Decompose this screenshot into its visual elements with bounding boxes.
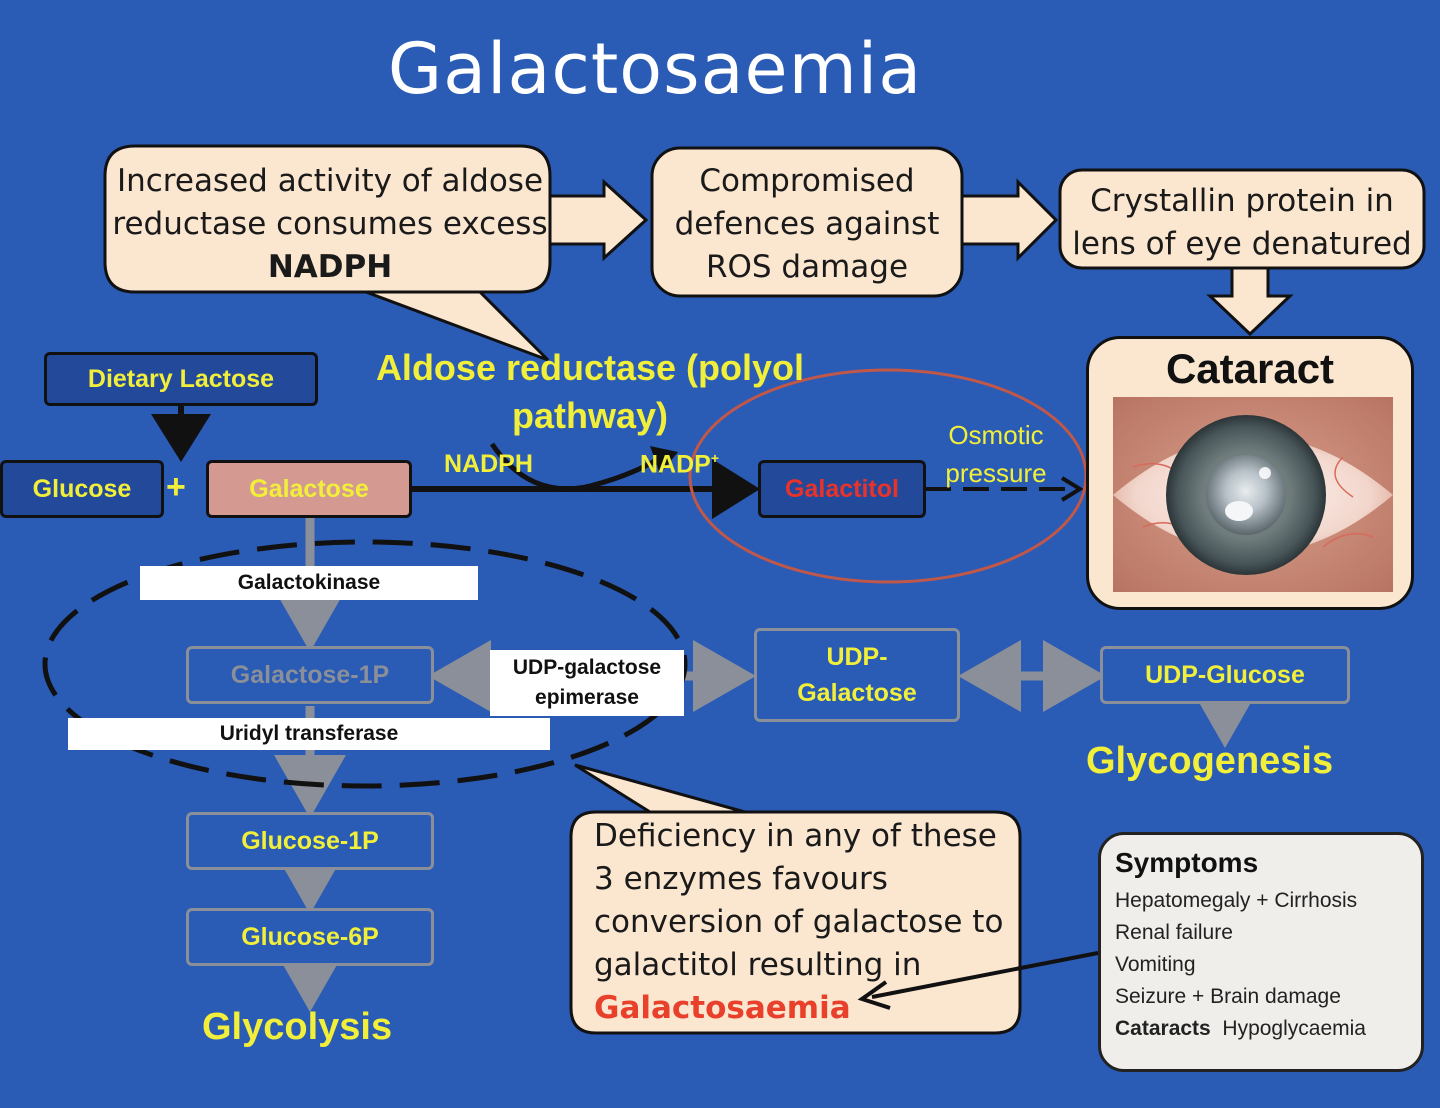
callout-aldose-shape [103, 144, 552, 362]
callout-defences-line: Compromised [699, 163, 915, 199]
arrow-symptoms-head [857, 980, 891, 1010]
nadph-label: NADPH [444, 450, 533, 478]
callout-deficiency-line: galactitol resulting in [594, 947, 922, 983]
epimerase-line: UDP-galactose [512, 656, 662, 679]
glycogenesis-label: Glycogenesis [1086, 740, 1334, 782]
callout-defences-line: defences against [674, 206, 940, 242]
uridyl-transferase-label: Uridyl transferase [68, 718, 550, 750]
cataract-panel: Cataract [1086, 336, 1414, 610]
callout-aldose-line: reductase consumes excess [112, 206, 548, 242]
glucose-1p-box: Glucose-1P [186, 812, 434, 870]
callout-deficiency-text: Deficiency in any of these 3 enzymes fav… [594, 815, 1014, 1030]
glucose-6p-box: Glucose-6P [186, 908, 434, 966]
plus-sign: + [166, 468, 186, 506]
galactitol-box: Galactitol [758, 460, 926, 518]
callout-crystallin-line: Crystallin protein in [1090, 183, 1394, 219]
symptom-item: Renal failure [1115, 921, 1233, 944]
symptom-item: Seizure + Brain damage [1115, 985, 1341, 1008]
udp-galactose-line: UDP- [826, 643, 888, 671]
callout-deficiency-line: Deficiency in any of these [594, 818, 997, 854]
callout-defences-text: Compromised defences against ROS damage [652, 160, 962, 289]
arrow-nadph-nadp-curve [489, 442, 662, 492]
cataract-label: Cataract [1165, 345, 1335, 392]
epimerase-line: epimerase [535, 686, 639, 709]
callout-crystallin-text: Crystallin protein in lens of eye denatu… [1060, 180, 1424, 266]
symptom-item: Hepatomegaly + Cirrhosis [1115, 889, 1358, 912]
dietary-lactose-box: Dietary Lactose [44, 352, 318, 406]
osmotic-line: pressure [945, 458, 1047, 488]
callout-deficiency-line: conversion of galactose to [594, 904, 1004, 940]
glycolysis-label: Glycolysis [202, 1006, 393, 1048]
page-title: Galactosaemia [387, 28, 923, 110]
galactosaemia-label: Galactosaemia [594, 990, 851, 1026]
callout-aldose-nadph: NADPH [267, 249, 393, 285]
arrow-defences-to-crystallin [960, 178, 1059, 262]
callout-defences-line: ROS damage [705, 249, 909, 285]
symptoms-title: Symptoms [1115, 847, 1259, 878]
epimerase-label: UDP-galactose epimerase [490, 650, 684, 716]
callout-deficiency-shape [569, 763, 1022, 1035]
osmotic-line: Osmotic [948, 420, 1044, 450]
callout-aldose-line: Increased activity of aldose [116, 163, 544, 199]
galactose-box: Galactose [206, 460, 412, 518]
aldose-reductase-line: pathway) [511, 395, 669, 436]
callout-aldose-text: Increased activity of aldose reductase c… [110, 160, 550, 289]
nadp-text: NADP [640, 450, 711, 479]
arrow-aldose-to-defences [548, 178, 649, 262]
arrow-crystallin-to-cataract [1206, 266, 1294, 337]
udp-glucose-box: UDP-Glucose [1100, 646, 1350, 704]
arrow-osmotic-head [1060, 476, 1084, 502]
arrow-symptoms-to-galactosaemia [871, 951, 1099, 999]
callout-crystallin-line: lens of eye denatured [1072, 226, 1412, 262]
cataract-eye-photo [1113, 397, 1393, 592]
aldose-reductase-line: Aldose reductase (polyol [375, 347, 805, 388]
symptom-hypoglycaemia: Hypoglycaemia [1222, 1017, 1366, 1040]
udp-galactose-line: Galactose [797, 679, 917, 707]
glucose-box: Glucose [0, 460, 164, 518]
osmotic-pressure-label: Osmotic pressure [932, 416, 1060, 492]
nadp-label: NADP+ [640, 450, 719, 479]
arrow-nadp-head [650, 446, 678, 474]
symptom-cataracts: Cataracts [1115, 1017, 1211, 1040]
nadp-superscript: + [710, 450, 720, 466]
enzyme-group-ellipse [42, 539, 688, 789]
symptom-item-last: Cataracts Hypoglycaemia [1115, 1013, 1407, 1045]
udp-galactose-box: UDP- Galactose [754, 628, 960, 722]
symptom-item: Vomiting [1115, 953, 1196, 976]
galactokinase-label: Galactokinase [140, 566, 478, 600]
aldose-reductase-label: Aldose reductase (polyol pathway) [340, 344, 840, 440]
callout-deficiency-line: 3 enzymes favours [594, 861, 888, 897]
symptoms-panel: Symptoms Hepatomegaly + Cirrhosis Renal … [1098, 832, 1424, 1072]
galactose-1p-box: Galactose-1P [186, 646, 434, 704]
